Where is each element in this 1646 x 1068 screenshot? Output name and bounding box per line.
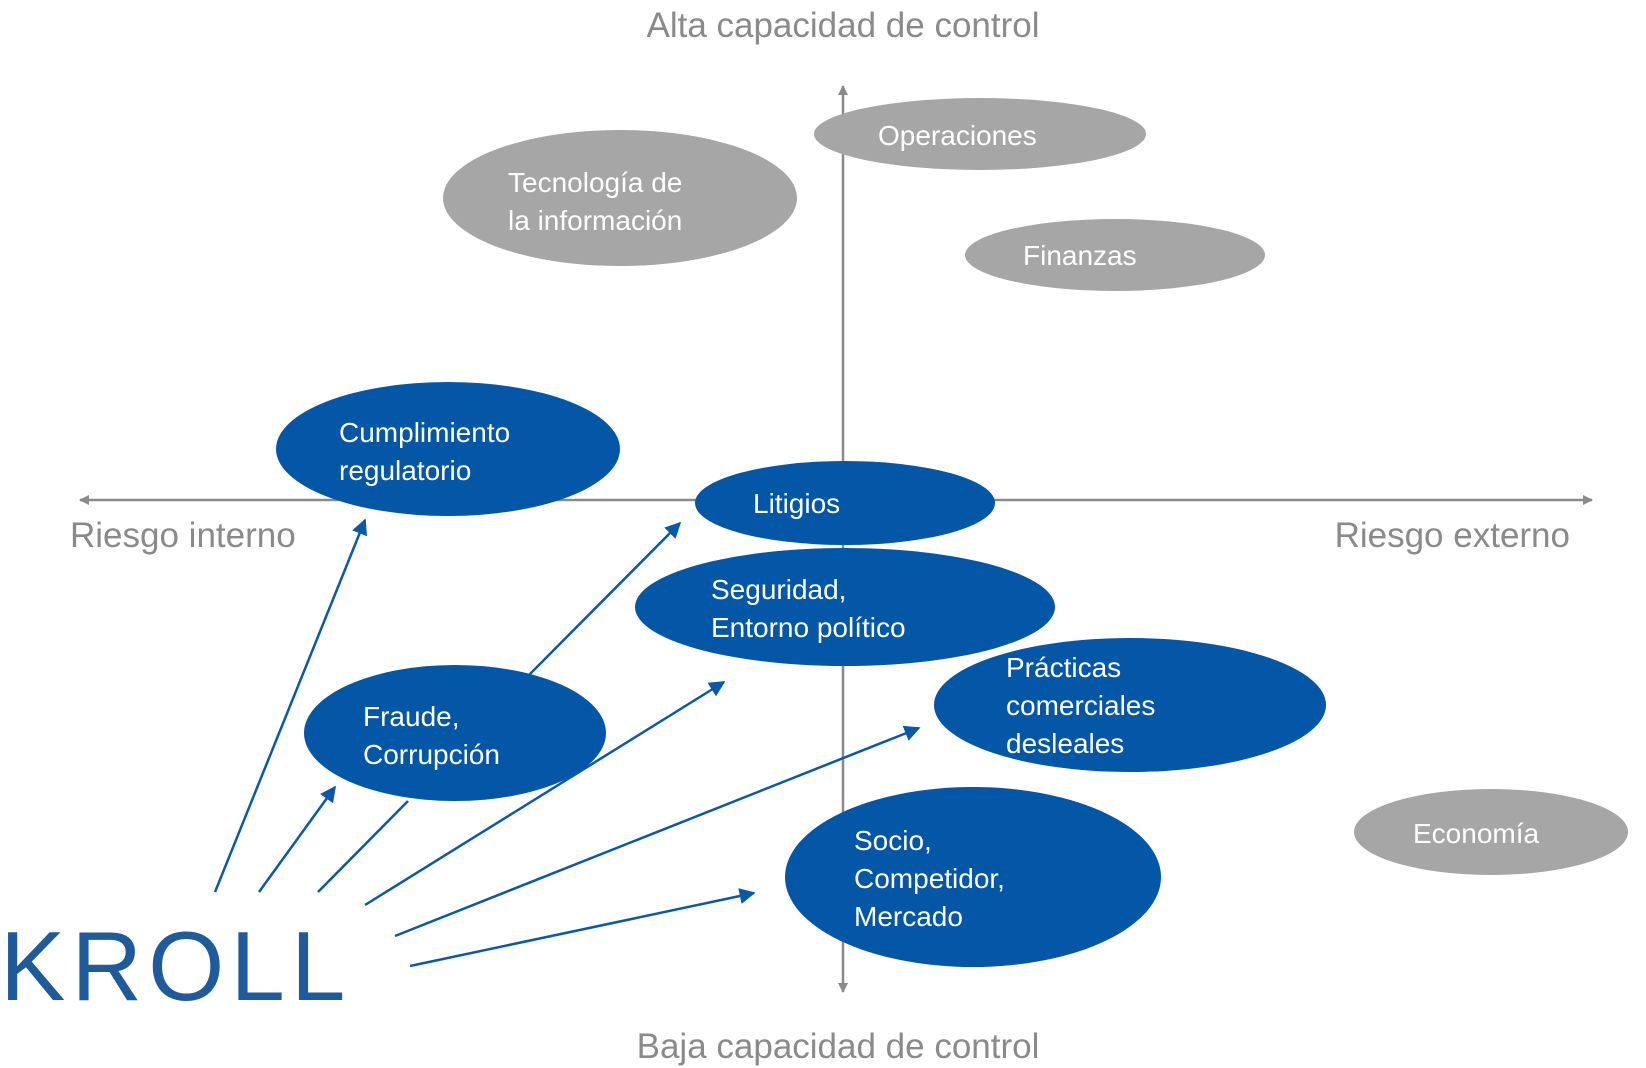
svg-text:Cumplimiento regulatorio: Cumplimiento regulatorio <box>339 417 518 486</box>
risk-bubble-fraude: Fraude, Corrupción <box>304 665 606 801</box>
economia-line-1: Economía <box>1413 818 1539 849</box>
risk-bubble-operaciones: Operaciones <box>814 98 1146 170</box>
arrow-to-practicas <box>394 725 921 938</box>
cumplimiento-line-2: regulatorio <box>339 455 471 486</box>
fraude-line-2: Corrupción <box>363 739 500 770</box>
svg-text:Seguridad, Entorno polít: Seguridad, Entorno político <box>711 574 906 643</box>
finanzas-line-1: Finanzas <box>1023 240 1137 271</box>
arrow-to-socio <box>409 888 756 968</box>
risk-bubble-seguridad: Seguridad, Entorno político <box>635 548 1055 666</box>
risk-bubble-litigios: Litigios <box>695 461 995 545</box>
axis-label-top: Alta capacidad de control <box>646 6 1039 45</box>
connector-arrows <box>213 518 921 968</box>
svg-text:Tecnología de la informa: Tecnología de la información <box>508 167 690 236</box>
svg-text:Finanzas: Finanzas <box>1023 240 1137 271</box>
risk-bubble-economia: Economía <box>1354 789 1628 875</box>
practicas-line-3: desleales <box>1006 728 1124 759</box>
seguridad-line-1: Seguridad, <box>711 574 846 605</box>
fraude-line-1: Fraude, <box>363 701 460 732</box>
arrow-to-seguridad <box>364 680 726 907</box>
risk-bubble-socio: Socio, Competidor, Mercado <box>785 787 1161 967</box>
risk-bubble-cumplimiento: Cumplimiento regulatorio <box>276 382 620 516</box>
svg-text:Litigios: Litigios <box>753 488 840 519</box>
svg-text:Operaciones: Operaciones <box>878 120 1037 151</box>
svg-text:Fraude, Corrupción: Fraude, Corrupción <box>363 701 500 770</box>
risk-bubble-finanzas: Finanzas <box>965 219 1265 291</box>
arrow-to-litigios <box>317 800 409 893</box>
axis-label-left: Riesgo interno <box>70 516 296 555</box>
axis-label-right: Riesgo externo <box>1335 516 1570 555</box>
tecnologia-line-2: la información <box>508 205 682 236</box>
practicas-line-1: Prácticas <box>1006 652 1121 683</box>
svg-text:Socio, Competidor,: Socio, Competidor, Mercado <box>854 825 1013 932</box>
risk-bubble-tecnologia: Tecnología de la información <box>443 130 797 266</box>
cumplimiento-line-1: Cumplimiento <box>339 417 510 448</box>
arrow-to-litigios-upper <box>527 521 682 677</box>
svg-text:Prácticas comerciales: Prácticas comerciales desleales <box>1006 652 1163 759</box>
kroll-logo: KROLL <box>0 911 351 1021</box>
socio-line-2: Competidor, <box>854 863 1005 894</box>
socio-line-3: Mercado <box>854 901 963 932</box>
seguridad-line-2: Entorno político <box>711 612 906 643</box>
axis-label-bottom: Baja capacidad de control <box>637 1027 1040 1066</box>
tecnologia-line-1: Tecnología de <box>508 167 682 198</box>
operaciones-line-1: Operaciones <box>878 120 1037 151</box>
litigios-line-1: Litigios <box>753 488 840 519</box>
arrow-to-fraude <box>257 785 337 893</box>
socio-line-1: Socio, <box>854 825 932 856</box>
practicas-line-2: comerciales <box>1006 690 1155 721</box>
risk-bubble-practicas: Prácticas comerciales desleales <box>934 638 1326 772</box>
arrow-to-cumplimiento <box>213 518 368 893</box>
svg-text:Economía: Economía <box>1413 818 1539 849</box>
